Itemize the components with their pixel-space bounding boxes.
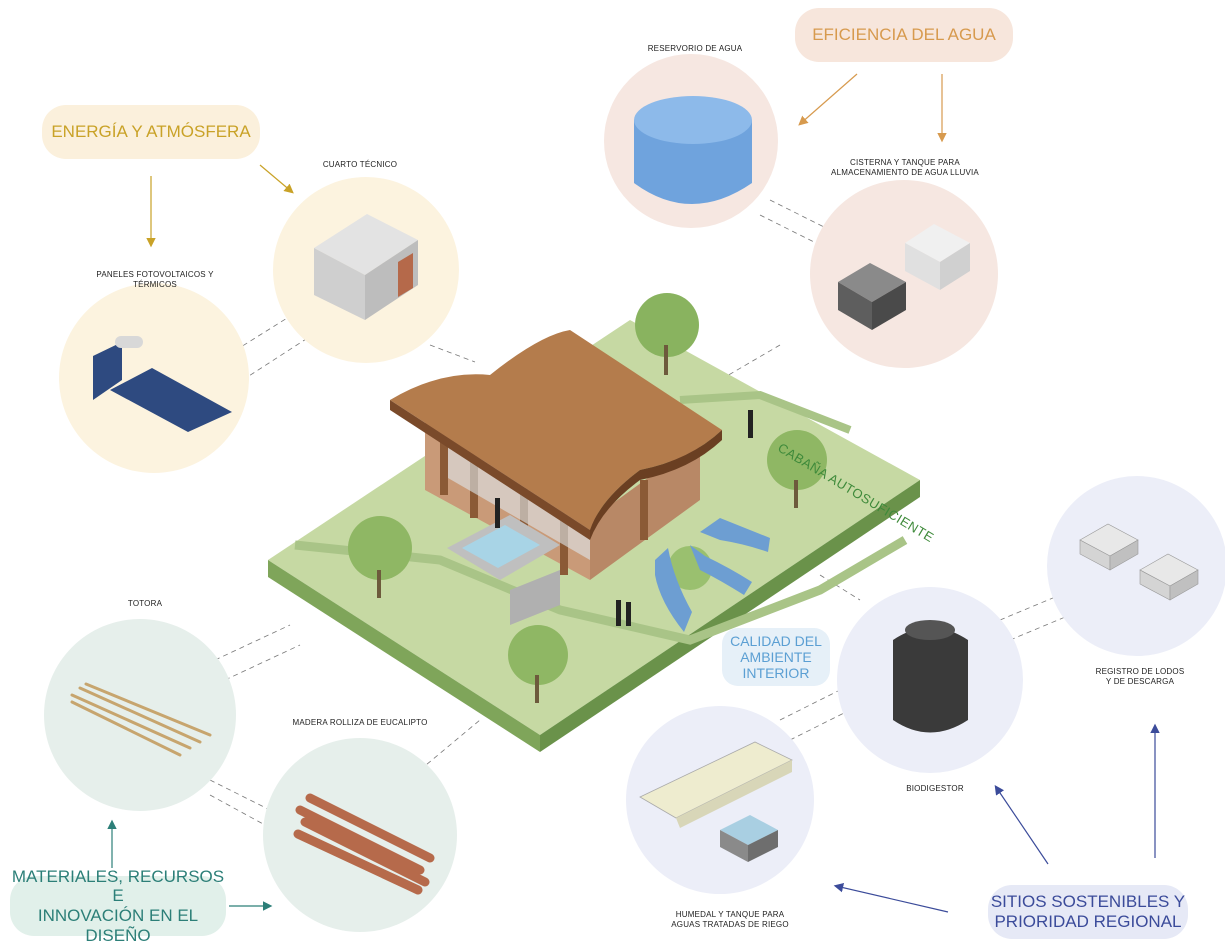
category-sites: SITIOS SOSTENIBLES Y PRIORIDAD REGIONAL [988,885,1188,939]
totora-vignette [44,619,236,811]
label-totora: TOTORA [127,599,163,608]
wetland-vignette [626,706,814,894]
label-eucalyptus: MADERA ROLLIZA DE EUCALIPTO [292,718,428,727]
solar-vignette [59,283,249,473]
biodigester-vignette [837,587,1023,773]
category-energy: ENERGÍA Y ATMÓSFERA [42,105,260,159]
label-cistern: CISTERNA Y TANQUE PARA ALMACENAMIENTO DE… [831,158,979,177]
cistern-vignette [810,180,998,368]
label-wetland: HUMEDAL Y TANQUE PARA AGUAS TRATADAS DE … [671,910,789,929]
label-biodigester: BIODIGESTOR [906,784,964,793]
cabin [390,330,753,626]
label-water-reservoir: RESERVORIO DE AGUA [647,44,743,53]
airflow-arrows [655,518,770,632]
category-water: EFICIENCIA DEL AGUA [795,8,1013,62]
label-sludge-register: REGISTRO DE LODOS Y DE DESCARGA [1095,667,1185,686]
eucalyptus-vignette [263,738,457,932]
tech-room-vignette [273,177,459,363]
label-solar-panels: PANELES FOTOVOLTAICOS Y TÉRMICOS [96,270,214,289]
label-tech-room: CUARTO TÉCNICO [322,160,398,169]
category-arrows [107,73,1160,913]
sludge-register-vignette [1047,476,1225,656]
reservoir-vignette [604,54,778,228]
category-materials: MATERIALES, RECURSOS E INNOVACIÓN EN EL … [10,866,226,945]
category-air-quality: CALIDAD DEL AMBIENTE INTERIOR [722,628,830,686]
